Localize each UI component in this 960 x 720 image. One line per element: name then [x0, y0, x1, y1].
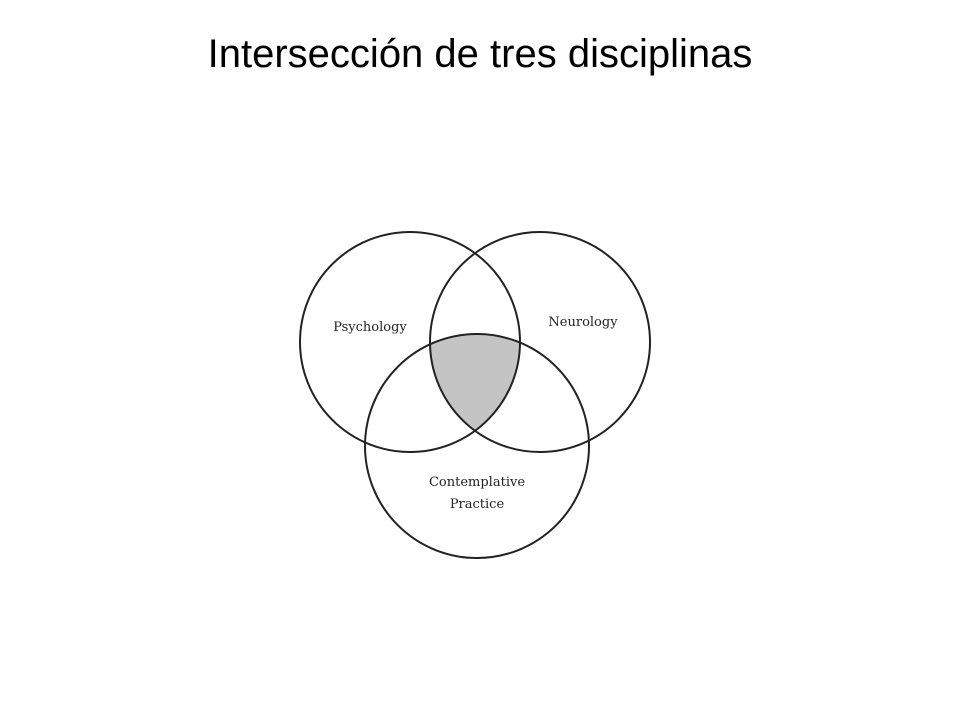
venn-diagram: Psychology Neurology Contemplative Pract… — [299, 231, 651, 559]
contemplative-label-line-1: Contemplative — [429, 475, 525, 490]
psychology-label: Psychology — [333, 320, 407, 335]
triple-intersection-region — [430, 334, 520, 452]
slide-title: Intersección de tres disciplinas — [207, 32, 753, 76]
contemplative-label-line-2: Practice — [450, 497, 505, 512]
neurology-label: Neurology — [548, 315, 618, 330]
neurology-circle — [429, 231, 651, 453]
contemplative-practice-circle — [364, 333, 590, 559]
